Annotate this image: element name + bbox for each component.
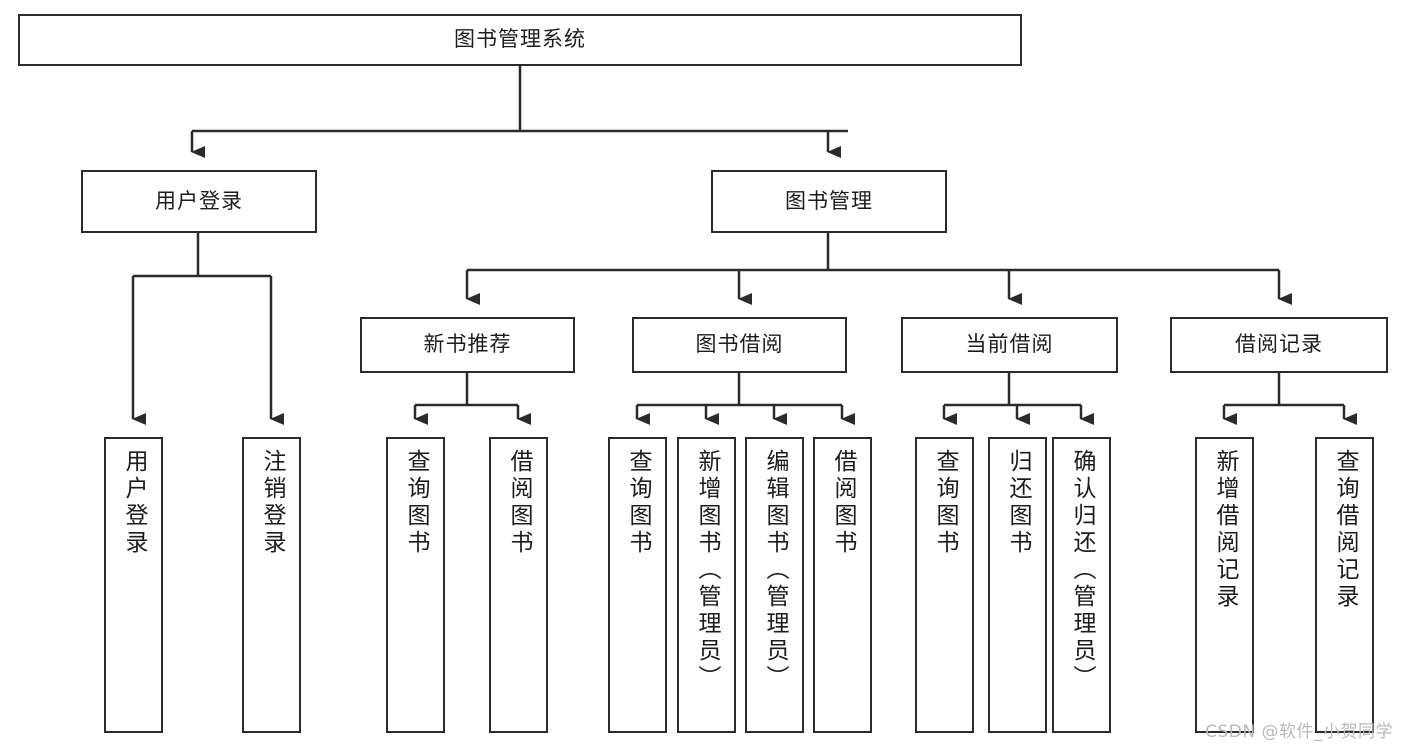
node-label: 新增图书（管理员） [694, 449, 720, 692]
node-current-borrow[interactable]: 当前借阅 [901, 317, 1118, 373]
leaf-add-book-admin[interactable]: 新增图书（管理员） [677, 437, 736, 733]
node-new-book-recommend[interactable]: 新书推荐 [360, 317, 575, 373]
leaf-query-books-current[interactable]: 查询图书 [915, 437, 974, 733]
node-label: 用户登录 [121, 449, 147, 557]
node-label: 查询图书 [403, 449, 429, 557]
node-label: 编辑图书（管理员） [762, 449, 788, 692]
leaf-confirm-return-admin[interactable]: 确认归还（管理员） [1052, 437, 1111, 733]
node-book-borrow[interactable]: 图书借阅 [632, 317, 847, 373]
leaf-query-books-new[interactable]: 查询图书 [386, 437, 445, 733]
node-borrow-records[interactable]: 借阅记录 [1170, 317, 1388, 373]
node-book-management[interactable]: 图书管理 [711, 170, 947, 233]
leaf-query-books-borrow[interactable]: 查询图书 [608, 437, 667, 733]
leaf-query-borrow-record[interactable]: 查询借阅记录 [1315, 437, 1374, 733]
node-label: 查询图书 [932, 449, 958, 557]
node-label: 查询图书 [625, 449, 651, 557]
node-label: 新增借阅记录 [1212, 449, 1238, 611]
node-label: 图书管理系统 [454, 27, 586, 52]
node-user-login[interactable]: 用户登录 [81, 170, 317, 233]
node-label: 当前借阅 [965, 332, 1054, 357]
leaf-edit-book-admin[interactable]: 编辑图书（管理员） [745, 437, 804, 733]
node-label: 借阅图书 [506, 449, 532, 557]
node-label: 借阅图书 [830, 449, 856, 557]
leaf-logout-login[interactable]: 注销登录 [242, 437, 301, 733]
node-label: 注销登录 [259, 449, 285, 557]
leaf-borrow-books-new[interactable]: 借阅图书 [489, 437, 548, 733]
node-root-library-system[interactable]: 图书管理系统 [18, 14, 1022, 66]
leaf-add-borrow-record[interactable]: 新增借阅记录 [1195, 437, 1254, 733]
leaf-user-login[interactable]: 用户登录 [104, 437, 163, 733]
connector-lines [131, 66, 1357, 425]
node-label: 归还图书 [1005, 449, 1031, 557]
node-label: 新书推荐 [423, 332, 512, 357]
node-label: 图书借阅 [695, 332, 784, 357]
node-label: 查询借阅记录 [1332, 449, 1358, 611]
leaf-return-books[interactable]: 归还图书 [988, 437, 1047, 733]
node-label: 用户登录 [155, 188, 243, 213]
node-label: 确认归还（管理员） [1069, 449, 1095, 692]
node-label: 图书管理 [785, 188, 873, 213]
leaf-borrow-books[interactable]: 借阅图书 [813, 437, 872, 733]
node-label: 借阅记录 [1235, 332, 1323, 357]
